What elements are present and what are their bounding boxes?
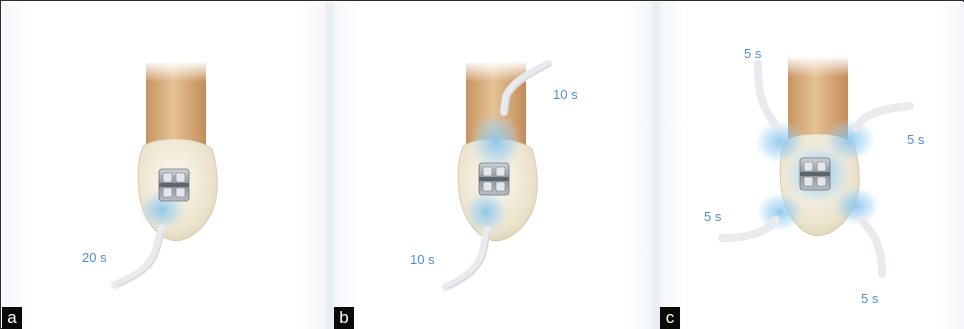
time-label-a1: 20 s <box>82 250 107 265</box>
curing-light-tip-icon <box>722 220 776 238</box>
panel-divider <box>652 2 660 329</box>
panel-label-a: a <box>2 307 22 329</box>
time-label-b1: 10 s <box>553 87 578 102</box>
panel-label-c: c <box>660 307 680 329</box>
time-label-b2: 10 s <box>410 252 435 267</box>
curing-light-tip-icon <box>758 64 776 126</box>
panel-a: 20 s a <box>2 2 326 329</box>
curing-light-tip-icon <box>862 220 882 274</box>
bracket-icon <box>159 169 189 201</box>
panel-c: 5 s 5 s 5 s 5 s c <box>660 2 964 329</box>
panel-b: 10 s 10 s b <box>334 2 652 329</box>
panel-b-illustration <box>334 2 652 329</box>
panel-a-illustration <box>2 2 326 329</box>
time-label-c4: 5 s <box>861 291 878 306</box>
time-label-c1: 5 s <box>744 46 761 61</box>
time-label-c2: 5 s <box>907 132 924 147</box>
panel-divider <box>326 2 334 329</box>
bracket-icon <box>479 163 509 195</box>
panel-label-b: b <box>334 307 354 329</box>
panel-c-illustration <box>660 2 964 329</box>
bracket-icon <box>800 158 830 190</box>
time-label-c3: 5 s <box>704 209 721 224</box>
